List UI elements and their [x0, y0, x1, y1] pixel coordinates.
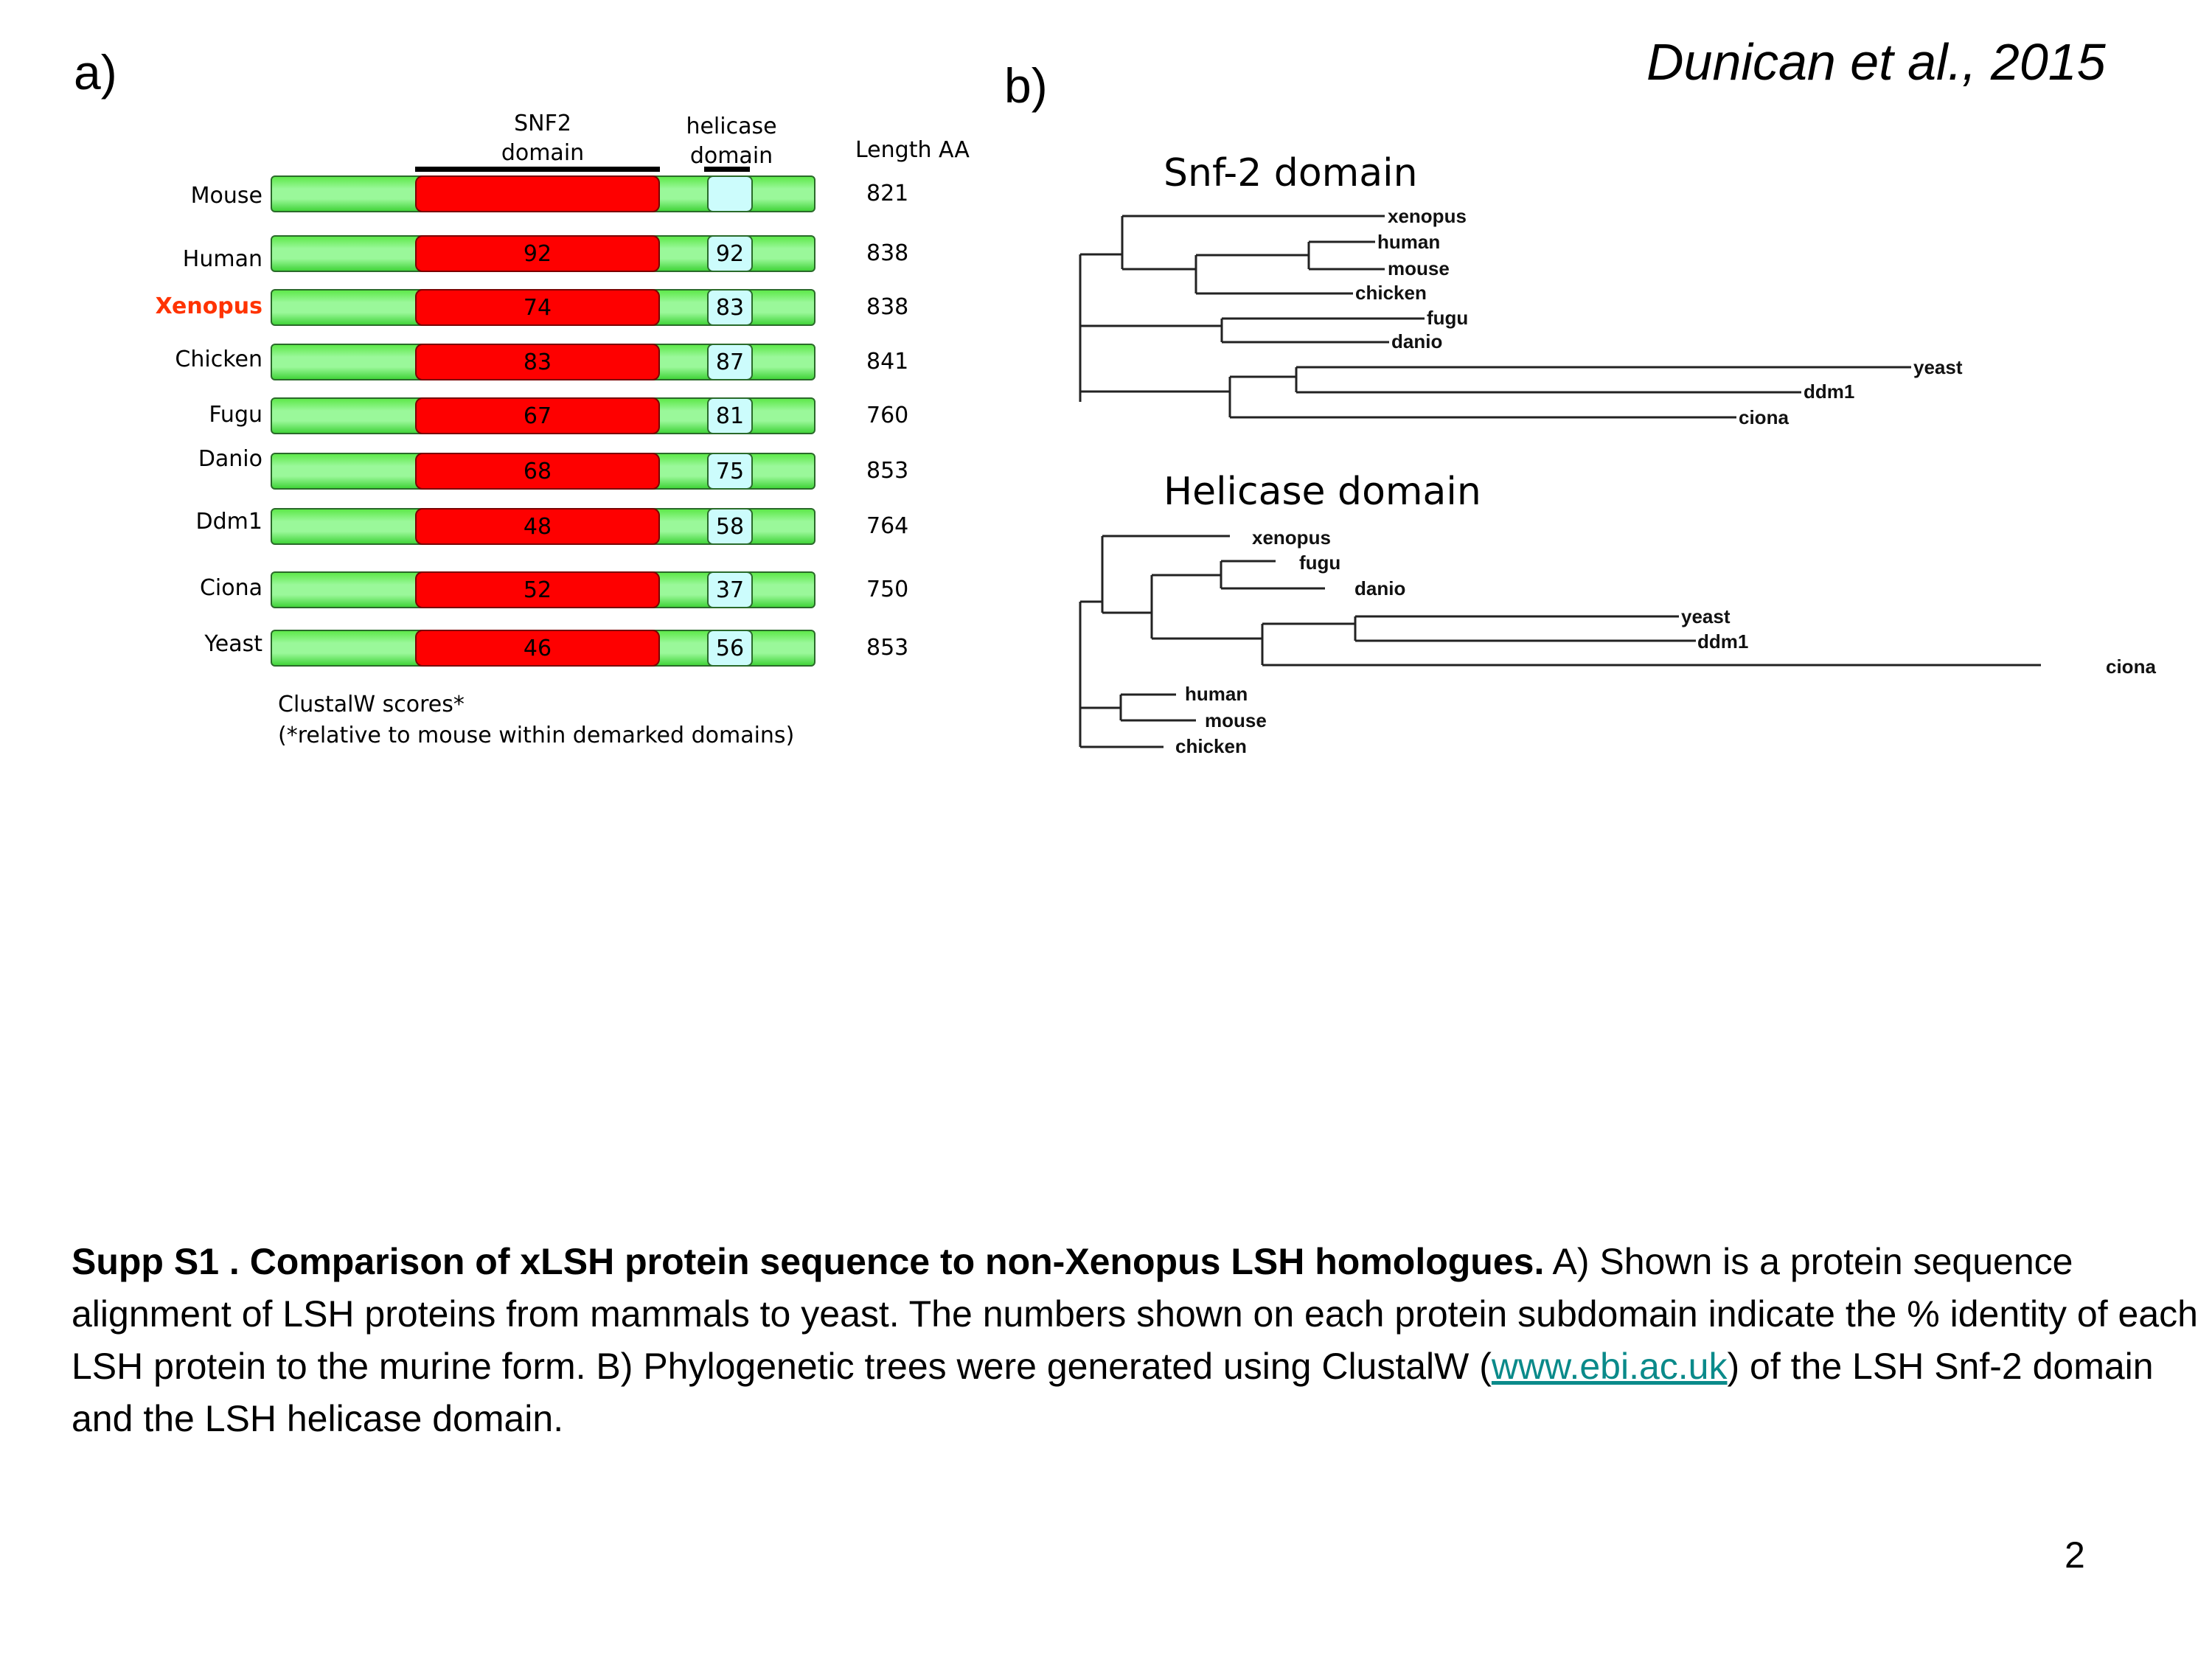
species-label: Fugu	[209, 402, 262, 428]
snf2-domain-score	[415, 175, 660, 212]
footnote-scores: ClustalW scores*	[278, 692, 465, 717]
snf2-domain-score: 48	[415, 508, 660, 545]
helicase-header-line1: helicase	[686, 114, 777, 139]
species-label: Xenopus	[155, 293, 262, 319]
helicase-leaf-label: danio	[1354, 577, 1405, 599]
snf2-domain-score: 83	[415, 344, 660, 380]
species-label: Human	[182, 246, 262, 272]
snf2-domain-marker	[415, 167, 660, 172]
species-label: Ddm1	[195, 509, 262, 535]
helicase-domain-score: 75	[707, 453, 753, 490]
helicase-domain-score: 87	[707, 344, 753, 380]
snf2-domain-score: 92	[415, 235, 660, 272]
snf2-leaf-label: ciona	[1739, 406, 1789, 428]
helicase-tree	[1079, 535, 2041, 748]
length-value: 750	[866, 577, 909, 602]
helicase-tree-title: Helicase domain	[1164, 470, 1481, 514]
species-label: Yeast	[204, 631, 262, 657]
figure-caption: Supp S1 . Comparison of xLSH protein seq…	[72, 1236, 2212, 1445]
caption-body: A) Shown is a protein sequence alignment…	[72, 1241, 2198, 1387]
helicase-leaf-label: fugu	[1299, 552, 1340, 574]
snf2-domain-score: 74	[415, 289, 660, 326]
citation: Dunican et al., 2015	[1646, 33, 2106, 91]
panel-a-label: a)	[74, 45, 117, 100]
helicase-domain-score: 81	[707, 397, 753, 434]
panel-b-label: b)	[1004, 58, 1048, 113]
helicase-leaf-label: chicken	[1175, 735, 1247, 757]
snf2-header-line2: domain	[501, 140, 585, 166]
snf2-leaf-label: mouse	[1388, 257, 1450, 279]
caption-title: Supp S1 . Comparison of xLSH protein seq…	[72, 1241, 1545, 1282]
helicase-domain-score: 37	[707, 571, 753, 608]
footnote-relative: (*relative to mouse within demarked doma…	[278, 723, 795, 748]
snf2-header-line1: SNF2	[514, 111, 571, 136]
length-value: 853	[866, 635, 909, 661]
snf2-tree	[1079, 215, 1911, 419]
page-number: 2	[2065, 1534, 2085, 1576]
protein-bar	[271, 175, 815, 212]
snf2-tree-title: Snf-2 domain	[1164, 151, 1418, 195]
snf2-leaf-label: ddm1	[1804, 380, 1854, 403]
species-label: Chicken	[175, 347, 262, 372]
helicase-domain-score: 92	[707, 235, 753, 272]
length-value: 853	[866, 458, 909, 484]
protein-bar: 52 37	[271, 571, 815, 608]
length-value: 764	[866, 513, 909, 539]
helicase-domain-score: 56	[707, 630, 753, 667]
length-value: 821	[866, 181, 909, 206]
snf2-leaf-label: human	[1377, 231, 1440, 253]
snf2-domain-score: 67	[415, 397, 660, 434]
protein-bar: 48 58	[271, 508, 815, 545]
length-value: 838	[866, 240, 909, 266]
protein-bar: 67 81	[271, 397, 815, 434]
species-label: Danio	[198, 446, 262, 472]
helicase-domain-score	[707, 175, 753, 212]
species-label: Ciona	[199, 575, 262, 601]
helicase-domain-score: 83	[707, 289, 753, 326]
helicase-domain-header: helicase domain	[658, 112, 805, 171]
snf2-domain-score: 52	[415, 571, 660, 608]
snf2-domain-score: 68	[415, 453, 660, 490]
helicase-leaf-label: yeast	[1681, 605, 1731, 627]
caption-body-end: ) of the LSH Snf-2 domain and the LSH he…	[72, 1346, 2154, 1439]
snf2-domain-header: SNF2 domain	[469, 109, 616, 168]
snf2-leaf-label: fugu	[1427, 307, 1468, 329]
snf2-leaf-label: chicken	[1355, 282, 1427, 304]
length-value: 838	[866, 294, 909, 320]
length-value: 841	[866, 349, 909, 375]
length-header: Length AA	[855, 137, 970, 163]
helicase-header-line2: domain	[689, 143, 773, 169]
snf2-leaf-label: xenopus	[1388, 205, 1467, 227]
snf2-leaf-label: danio	[1391, 330, 1442, 352]
species-label: Mouse	[190, 183, 262, 209]
helicase-leaf-label: ciona	[2106, 655, 2156, 678]
helicase-leaf-label: human	[1185, 683, 1248, 705]
length-value: 760	[866, 403, 909, 428]
snf2-domain-score: 46	[415, 630, 660, 667]
helicase-leaf-label: mouse	[1205, 709, 1267, 731]
helicase-domain-marker	[704, 167, 750, 172]
helicase-domain-score: 58	[707, 508, 753, 545]
protein-bar: 92 92	[271, 235, 815, 272]
helicase-leaf-label: xenopus	[1252, 526, 1331, 549]
helicase-leaf-label: ddm1	[1697, 630, 1748, 653]
protein-bar: 68 75	[271, 453, 815, 490]
ebi-link[interactable]: www.ebi.ac.uk	[1491, 1346, 1728, 1387]
snf2-leaf-label: yeast	[1913, 356, 1963, 378]
protein-bar: 74 83	[271, 289, 815, 326]
protein-bar: 83 87	[271, 344, 815, 380]
protein-bar: 46 56	[271, 630, 815, 667]
